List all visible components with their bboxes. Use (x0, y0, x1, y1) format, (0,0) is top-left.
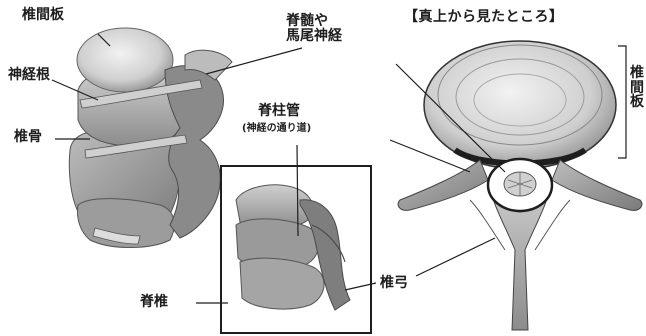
nerve-root-label: 神経根 (8, 68, 50, 83)
top-view-vertebra (398, 41, 642, 330)
spinal-canal-sub-label: (神経の通り道) (242, 124, 311, 135)
side-view-spine (69, 28, 232, 248)
spinal-cord-label-line1: 脊髄や (286, 14, 342, 29)
spinal-cord-label: 脊髄や 馬尾神経 (286, 14, 342, 43)
spinal-cord-label-line2: 馬尾神経 (286, 29, 342, 44)
vertebra-label: 椎骨 (14, 130, 42, 145)
top-view-title: 【真上から見たところ】 (404, 10, 564, 25)
spinal-canal-label: 脊柱管 (258, 104, 300, 119)
top-view-disc-label: 椎間板 (629, 66, 645, 110)
lamina-label: 椎弓 (380, 276, 408, 291)
disc-label: 椎間板 (22, 8, 64, 23)
spine-label: 脊椎 (140, 295, 168, 310)
